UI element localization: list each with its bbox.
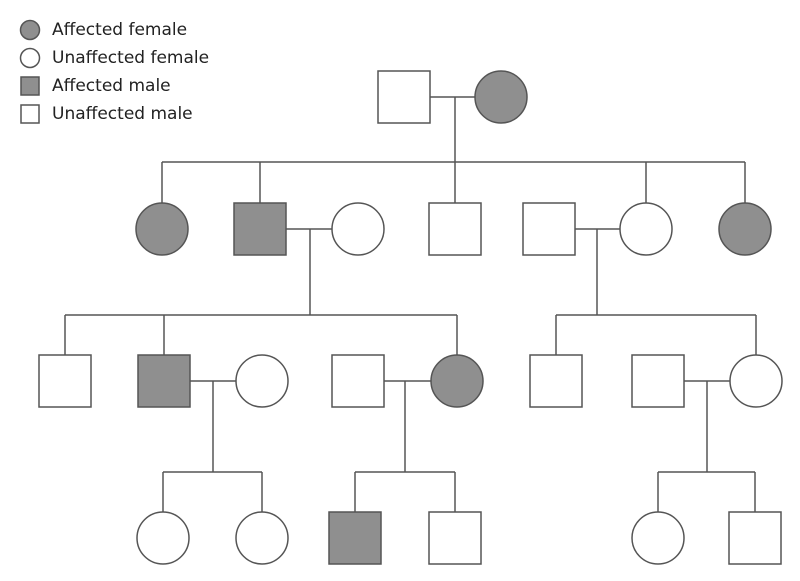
individual-g1-father-unaffected-male bbox=[377, 70, 431, 124]
individual-g3-5-unaffected-female bbox=[729, 354, 783, 408]
individual-g2-5-affected-female bbox=[718, 202, 772, 256]
individual-g2-4-unaffected-female bbox=[619, 202, 673, 256]
legend-label: Unaffected male bbox=[52, 104, 193, 124]
legend-item-affected-female: Affected female bbox=[18, 16, 209, 44]
legend-label: Unaffected female bbox=[52, 48, 210, 68]
individual-g3-5-spouse-unaffected-male bbox=[631, 354, 685, 408]
individual-g2-2-affected-male bbox=[233, 202, 287, 256]
legend: Affected female Unaffected female Affect… bbox=[18, 16, 209, 128]
legend-item-affected-male: Affected male bbox=[18, 72, 209, 100]
individual-g2-3-unaffected-male bbox=[428, 202, 482, 256]
affected-male-symbol-icon bbox=[20, 76, 40, 96]
individual-g3-3-spouse-unaffected-male bbox=[331, 354, 385, 408]
legend-label: Affected female bbox=[52, 20, 188, 40]
individual-g4-1-unaffected-female bbox=[136, 511, 190, 565]
individual-g3-1-unaffected-male bbox=[38, 354, 92, 408]
individual-g2-1-affected-female bbox=[135, 202, 189, 256]
individual-g2-4-spouse-unaffected-male bbox=[522, 202, 576, 256]
unaffected-female-symbol-icon bbox=[19, 47, 41, 69]
legend-item-unaffected-female: Unaffected female bbox=[18, 44, 209, 72]
individual-g3-3-affected-female bbox=[430, 354, 484, 408]
individual-g2-2-spouse-unaffected-female bbox=[331, 202, 385, 256]
unaffected-male-symbol-icon bbox=[20, 104, 40, 124]
individual-g4-6-unaffected-male bbox=[728, 511, 782, 565]
individual-g4-5-unaffected-female bbox=[631, 511, 685, 565]
legend-item-unaffected-male: Unaffected male bbox=[18, 100, 209, 128]
affected-female-symbol-icon bbox=[19, 19, 41, 41]
legend-label: Affected male bbox=[52, 76, 171, 96]
individual-g4-3-affected-male bbox=[328, 511, 382, 565]
individual-g4-4-unaffected-male bbox=[428, 511, 482, 565]
individual-g1-mother-affected-female bbox=[474, 70, 528, 124]
individual-g4-2-unaffected-female bbox=[235, 511, 289, 565]
individual-g3-2-spouse-unaffected-female bbox=[235, 354, 289, 408]
individual-g3-4-unaffected-male bbox=[529, 354, 583, 408]
individual-g3-2-affected-male bbox=[137, 354, 191, 408]
